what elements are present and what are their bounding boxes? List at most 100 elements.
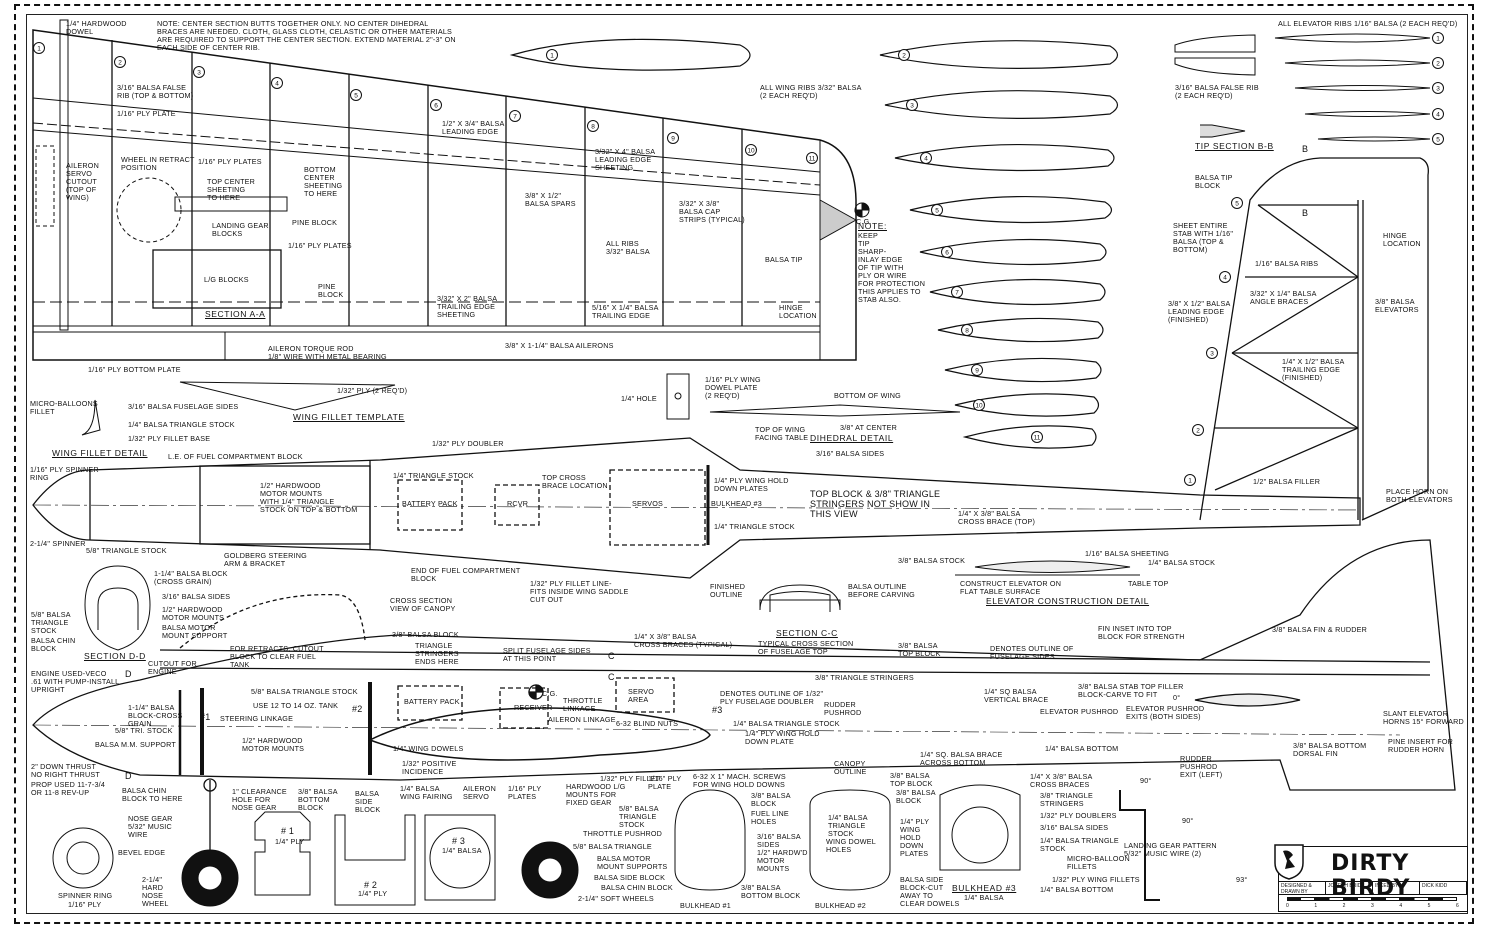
label-side-hold-down: 1/4" PLY WING HOLD DOWN PLATE — [745, 729, 820, 746]
label-ply-plates: 1/16" PLY PLATES — [198, 157, 262, 166]
scale-segment — [1287, 897, 1316, 901]
svg-text:5: 5 — [1235, 201, 1239, 208]
label-sides-outline: DENOTES OUTLINE OF FUSELAGE SIDES — [990, 644, 1074, 661]
label-ply-plates-section: 1/16" PLY PLATES — [288, 241, 352, 250]
label-bh3-fillets: 1/32" PLY WING FILLETS — [1052, 875, 1140, 884]
rib-template-number: 7 — [951, 286, 963, 298]
label-bottom-plate: 1/16" PLY BOTTOM PLATE — [88, 365, 181, 374]
label-table-top: TABLE TOP — [1128, 579, 1169, 588]
label-stringers-end: TRIANGLE STRINGERS ENDS HERE — [415, 641, 459, 666]
label-fin: 3/8" BALSA FIN & RUDDER — [1272, 625, 1368, 634]
label-prop: PROP USED 11-7-3/4 OR 11-8 REV-UP — [31, 780, 106, 797]
stab-rib-number: 4 — [1219, 271, 1231, 283]
label-soft-wheels: 2-1/4" SOFT WHEELS — [578, 894, 654, 903]
label-stock-left: 3/8" BALSA STOCK — [898, 556, 966, 565]
wing-planform — [32, 19, 870, 361]
scale-tick-label: 1 — [1314, 903, 1318, 909]
label-nose-wheel: 2-1/4" HARD NOSE WHEEL — [142, 875, 169, 908]
elevator-rib-number: 3 — [1432, 82, 1444, 94]
label-elev-pushrod: ELEVATOR PUSHROD — [1040, 707, 1119, 716]
label-place-horn: PLACE HORN ON BOTH ELEVATORS — [1386, 487, 1453, 504]
svg-text:8: 8 — [591, 124, 595, 131]
label-bh3-tri: 1/4" BALSA TRIANGLE STOCK — [1040, 836, 1119, 853]
label-bh3-bottom: 1/4" BALSA BOTTOM — [1040, 885, 1114, 894]
label-false-rib: 3/16" BALSA FALSE RIB (TOP & BOTTOM) — [117, 83, 194, 100]
label-bh1-chin: BALSA CHIN BLOCK — [601, 883, 673, 892]
label-steering: STEERING LINKAGE — [220, 714, 294, 723]
svg-text:1: 1 — [37, 46, 41, 53]
label-side-tri: 5/8" TRI. STOCK — [115, 726, 173, 735]
label-bevel: BEVEL EDGE — [118, 848, 166, 857]
label-end-fuel: END OF FUEL COMPARTMENT BLOCK — [411, 566, 521, 583]
label-stab-ribs: 1/16" BALSA RIBS — [1255, 259, 1319, 268]
label-lg-blocks: L/G BLOCKS — [204, 275, 249, 284]
label-part-b1-mat: 1/4" PLY — [275, 837, 305, 846]
label-bh1-tri2: 5/8" BALSA TRIANGLE — [573, 842, 652, 851]
label-tip-block: BALSA TIP BLOCK — [1195, 173, 1233, 190]
section-cc-drawing — [759, 584, 841, 612]
label-bh2-block: 3/8" BALSA BLOCK — [896, 788, 936, 805]
svg-text:6: 6 — [434, 103, 438, 110]
marker-d-1: D — [125, 669, 132, 679]
label-canopy-section: CROSS SECTION VIEW OF CANOPY — [390, 596, 456, 613]
label-fillet-base: 1/32" PLY FILLET BASE — [128, 434, 211, 443]
svg-text:2: 2 — [118, 60, 122, 67]
label-cross-braces: 1/4" X 3/8" BALSA CROSS BRACES (TYPICAL) — [634, 632, 733, 649]
label-wing-fairing: 1/4" BALSA WING FAIRING — [400, 784, 453, 801]
label-stab-false-rib: 3/16" BALSA FALSE RIB (2 EACH REQ'D) — [1175, 83, 1259, 100]
wing-rib-templates — [509, 38, 1119, 449]
scale-tick-label: 6 — [1456, 903, 1459, 909]
label-cap-strips: 3/32" X 3/8" BALSA CAP STRIPS (TYPICAL) — [679, 199, 745, 224]
svg-text:4: 4 — [275, 81, 279, 88]
label-cutout: CUTOUT FOR ENGINE — [148, 659, 197, 676]
label-ply-plate: 1/16" PLY PLATE — [117, 109, 176, 118]
elevator-detail-title: ELEVATOR CONSTRUCTION DETAIL — [986, 596, 1150, 606]
scale-segment — [1400, 897, 1429, 901]
label-dowel-plate: 1/16" PLY WING DOWEL PLATE (2 REQ'D) — [705, 375, 761, 400]
label-landing-gear-blocks: LANDING GEAR BLOCKS — [212, 221, 269, 238]
label-screws: 6-32 X 1" MACH. SCREWS FOR WING HOLD DOW… — [693, 772, 786, 789]
label-fillet-template-ply: 1/32" PLY (2 REQ'D) — [337, 386, 408, 395]
rib-template-number: 8 — [961, 324, 973, 336]
label-side-tri-block: 5/8" BALSA TRIANGLE STOCK — [251, 687, 358, 696]
label-elev-exit: ELEVATOR PUSHROD EXITS (BOTH SIDES) — [1126, 704, 1205, 721]
label-spinner-ring: 1/16" PLY SPINNER RING — [30, 465, 99, 482]
label-dd-tri: 5/8" BALSA TRIANGLE STOCK — [31, 610, 71, 635]
label-le-sheeting: 3/32" X 4" BALSA LEADING EDGE SHEETING — [595, 147, 656, 172]
label-tri-14: 1/4" TRIANGLE STOCK — [393, 471, 474, 480]
svg-text:2: 2 — [1196, 428, 1200, 435]
label-stab-hinge: HINGE LOCATION — [1383, 231, 1421, 248]
label-bh3-micro: MICRO-BALLOON FILLETS — [1067, 854, 1130, 871]
label-aileron-linkage: AILERON LINKAGE — [548, 715, 616, 724]
svg-text:4: 4 — [1436, 112, 1440, 119]
label-lg-angle-1: 90° — [1140, 776, 1152, 785]
label-mm-support: BALSA M.M. SUPPORT — [95, 740, 176, 749]
label-bottom-of-wing: BOTTOM OF WING — [834, 391, 901, 400]
label-dd-mounts: 1/2" HARDWOOD MOTOR MOUNTS — [162, 605, 225, 622]
label-rcvr: RCVR — [507, 499, 529, 508]
label-side-battery: BATTERY PACK — [404, 697, 460, 706]
label-thrust: 2" DOWN THRUST NO RIGHT THRUST — [31, 762, 101, 779]
label-lg-mounts: HARDWOOD L/G MOUNTS FOR FIXED GEAR — [566, 782, 626, 807]
label-vert-brace: 1/4" SQ BALSA VERTICAL BRACE — [984, 687, 1049, 704]
label-triangle-stock: 1/4" BALSA TRIANGLE STOCK — [128, 420, 235, 429]
svg-text:4: 4 — [924, 156, 928, 163]
label-part-b1: # 1 — [281, 826, 295, 836]
section-cc-subtitle: TYPICAL CROSS SECTION OF FUSELAGE TOP — [758, 639, 854, 656]
label-side-bottom: 1/4" BALSA BOTTOM — [1045, 744, 1119, 753]
label-bh1-support: BALSA MOTOR MOUNT SUPPORTS — [597, 854, 668, 871]
wing-rib-number: 6 — [430, 99, 442, 111]
fuselage-side-view — [32, 539, 1456, 850]
svg-text:3: 3 — [1210, 351, 1214, 358]
label-dd-chin: BALSA CHIN BLOCK — [31, 636, 76, 653]
label-side-motor-mounts: 1/2" HARDWOOD MOTOR MOUNTS — [242, 736, 305, 753]
svg-text:11: 11 — [1034, 435, 1041, 442]
label-retracts: FOR RETRACTS, CUTOUT BLOCK TO CLEAR FUEL… — [230, 644, 324, 669]
label-spinner: 2-1/4" SPINNER — [30, 539, 86, 548]
label-sheet-stab: SHEET ENTIRE STAB WITH 1/16" BALSA (TOP … — [1173, 221, 1234, 254]
label-rudder-pushrod: RUDDER PUSHROD — [824, 700, 862, 717]
stabilizer-planform — [1199, 157, 1429, 521]
svg-text:4: 4 — [1223, 275, 1227, 282]
rib-template-number: 6 — [941, 246, 953, 258]
